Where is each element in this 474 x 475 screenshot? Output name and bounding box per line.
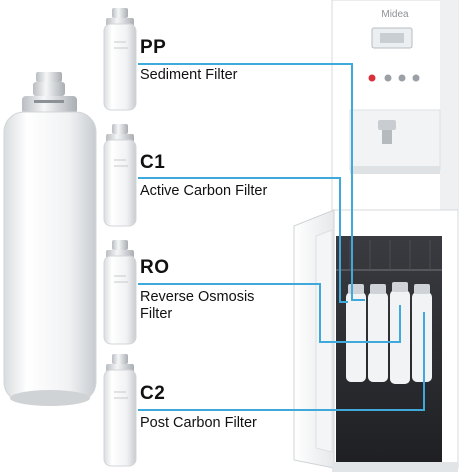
water-dispenser-image <box>293 0 459 472</box>
large-filter-cartridge-image <box>3 72 97 406</box>
display-panel-icon <box>371 27 413 49</box>
c2-filter-name: Post Carbon Filter <box>140 415 257 431</box>
c2-filter-code: C2 <box>140 383 166 404</box>
c2-connector <box>138 312 425 411</box>
ro-filter-code: RO <box>140 257 170 278</box>
small-filter-cartridge-image <box>103 124 137 227</box>
ro-filter-name-line1: Reverse Osmosis <box>140 289 255 305</box>
pp-filter-code: PP <box>140 37 167 58</box>
small-filter-cartridge-image <box>103 240 137 345</box>
small-filter-cartridge-image <box>103 8 137 111</box>
ro-filter-name-line2: Filter <box>140 306 173 322</box>
pp-connector <box>138 63 365 301</box>
control-button-icon <box>368 74 420 82</box>
c1-filter-name: Active Carbon Filter <box>140 183 268 199</box>
pp-filter-name: Sediment Filter <box>140 67 238 83</box>
brand-logo: Midea <box>381 9 409 20</box>
c1-connector <box>138 177 348 303</box>
c1-filter-code: C1 <box>140 152 166 173</box>
connector-lines <box>138 63 425 411</box>
small-filter-cartridge-image <box>103 354 137 467</box>
ro-connector <box>138 283 401 343</box>
